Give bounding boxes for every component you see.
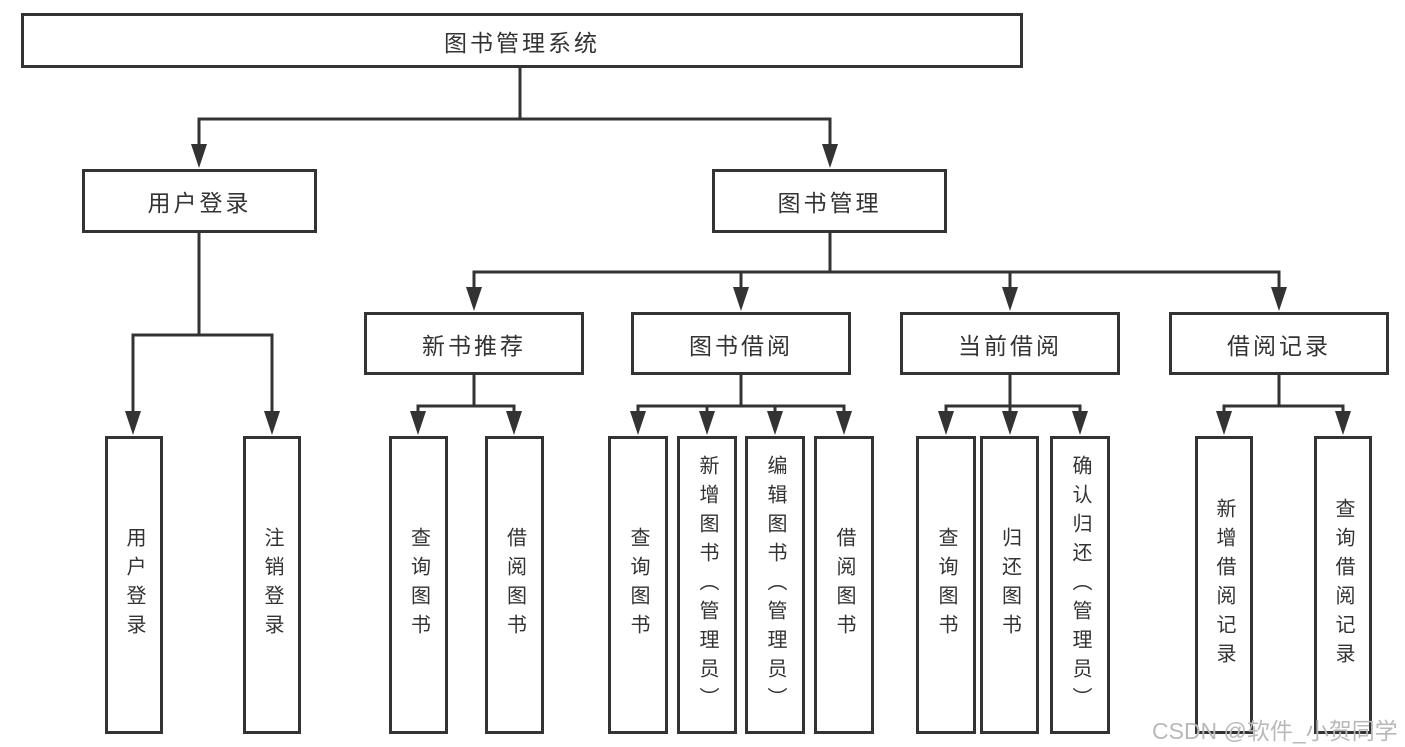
node-book-management: 图书管理 — [712, 169, 947, 233]
leaf-edit-books-admin: 编辑图书（管理员） — [745, 436, 805, 734]
node-label: 新增借阅记录 — [1213, 498, 1235, 672]
node-new-book-recommend: 新书推荐 — [364, 312, 584, 375]
csdn-watermark: CSDN @软件_小贺同学 — [1152, 718, 1398, 744]
node-label: 查询图书 — [407, 527, 430, 643]
node-label: 借阅图书 — [503, 527, 526, 643]
leaf-add-borrow-record: 新增借阅记录 — [1195, 436, 1253, 734]
node-label: 图书管理系统 — [444, 29, 600, 56]
leaf-user-login: 用户登录 — [105, 436, 163, 734]
node-current-borrow: 当前借阅 — [900, 312, 1120, 375]
node-label: 图书借阅 — [689, 332, 793, 359]
node-user-login: 用户登录 — [82, 169, 317, 233]
leaf-confirm-return-admin: 确认归还（管理员） — [1050, 436, 1110, 734]
leaf-borrow-books-1: 借阅图书 — [485, 436, 544, 734]
leaf-borrow-books-2: 借阅图书 — [814, 436, 874, 734]
node-book-borrow: 图书借阅 — [631, 312, 851, 375]
node-label: 新增图书（管理员） — [696, 454, 718, 716]
leaf-add-books-admin: 新增图书（管理员） — [677, 436, 737, 734]
node-label: 新书推荐 — [422, 332, 526, 359]
leaf-query-books-1: 查询图书 — [389, 436, 448, 734]
node-label: 归还图书 — [998, 527, 1021, 643]
node-label: 注销登录 — [261, 527, 283, 643]
node-label: 确认归还（管理员） — [1069, 454, 1091, 716]
node-label: 借阅记录 — [1227, 332, 1331, 359]
node-label: 借阅图书 — [833, 527, 855, 643]
leaf-query-books-3: 查询图书 — [916, 436, 976, 734]
node-label: 查询图书 — [627, 527, 649, 643]
node-label: 编辑图书（管理员） — [764, 454, 786, 716]
leaf-query-borrow-record: 查询借阅记录 — [1314, 436, 1372, 734]
node-label: 用户登录 — [123, 527, 145, 643]
arrowheads — [125, 144, 1351, 435]
node-borrow-records: 借阅记录 — [1169, 312, 1389, 375]
node-label: 查询图书 — [935, 527, 957, 643]
node-label: 图书管理 — [777, 190, 882, 216]
node-root-system: 图书管理系统 — [21, 13, 1023, 68]
node-label: 查询借阅记录 — [1332, 498, 1354, 672]
leaf-query-books-2: 查询图书 — [608, 436, 668, 734]
leaf-logout: 注销登录 — [243, 436, 301, 734]
node-label: 用户登录 — [147, 190, 252, 216]
leaf-return-books: 归还图书 — [980, 436, 1039, 734]
node-label: 当前借阅 — [958, 332, 1062, 359]
